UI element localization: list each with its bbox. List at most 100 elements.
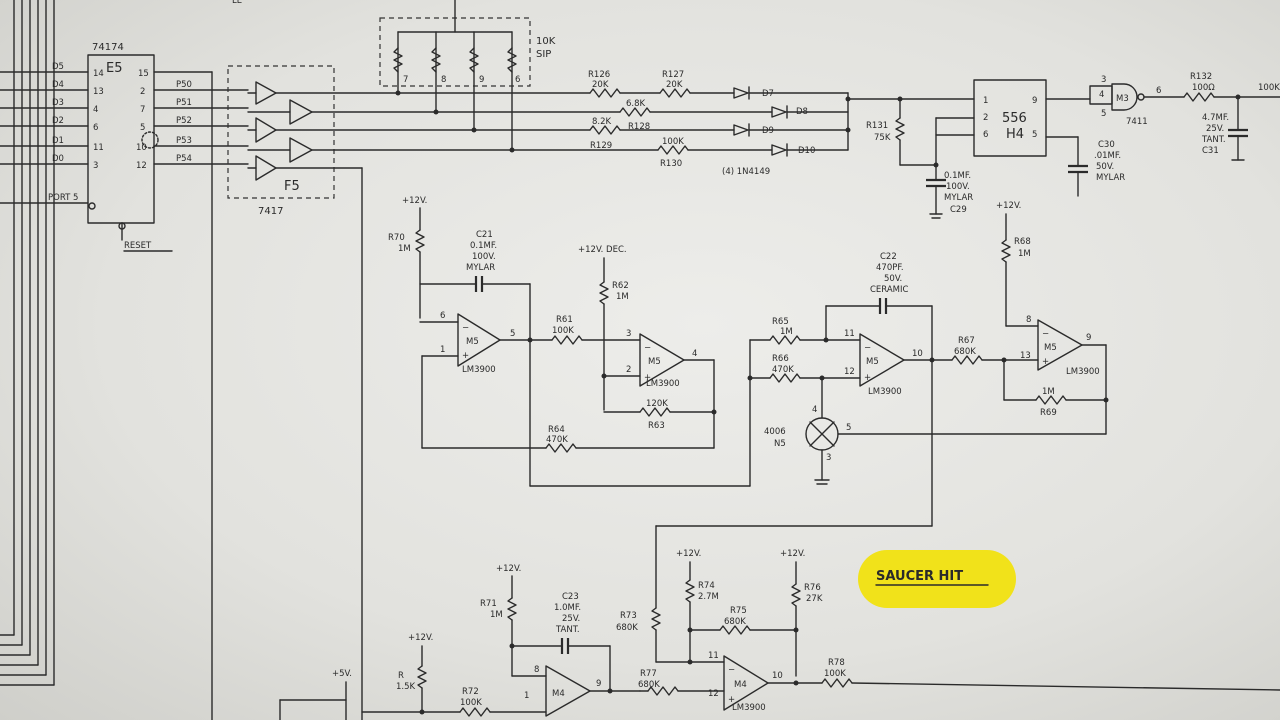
r68-value: 1M [1018,249,1031,259]
r70-value: 1M [398,244,411,254]
r76-ref: R76 [804,583,821,593]
e5-pin-13: 13 [93,87,104,97]
r129-ref: R129 [590,141,612,151]
r63-ref: R63 [648,421,665,431]
svg-text:+: + [644,373,651,383]
e5-pin-15: 15 [138,69,149,79]
r65-value: 1M [780,327,793,337]
svg-text:+: + [462,351,469,361]
u3-pin-11: 11 [844,329,855,339]
e5-out-p53: P53 [176,136,192,146]
e5-pin-11: 11 [93,143,104,153]
sip-pin-7: 7 [403,75,408,85]
e5-out-p51: P51 [176,98,192,108]
sip-type: SIP [536,49,551,60]
chip-7417-f5: F5 7417 [227,65,659,720]
r129-value: 8.2K [592,117,612,127]
sip-value: 10K [536,36,556,47]
c21-rating: 100V. [472,252,496,262]
c23-rating: 25V. [562,614,580,624]
r78-value: 100K [824,669,846,679]
svg-text:−: − [1042,329,1049,339]
svg-text:−: − [864,343,871,353]
u6-supply-a: +12V. [676,549,701,559]
e5-in-d3: D3 [52,98,64,108]
saucer-hit-label: SAUCER HIT [858,550,1016,608]
u5-pin-9: 9 [596,679,601,689]
u4-ref: M5 [1044,343,1057,353]
u6-ref: M4 [734,680,747,690]
r126-value: 20K [592,80,609,90]
saucer-hit-text: SAUCER HIT [876,569,963,584]
c22-rating: 50V. [884,274,902,284]
n5-pin-4: 4 [812,405,817,415]
u1-supply: +12V. [402,196,427,206]
u2-pin-4: 4 [692,349,697,359]
r-small-value: 1.5K [396,682,416,692]
m3-pin-4: 4 [1099,90,1104,100]
svg-text:+: + [728,695,735,705]
u1-pin-6: 6 [440,311,445,321]
r75-value: 680K [724,617,746,627]
e5-input-lines [0,71,89,204]
u6-supply-b: +12V. [780,549,805,559]
c29-value: 0.1MF. [944,171,971,181]
u5-left-supply: +12V. [408,633,433,643]
r77-value: 680K [638,680,660,690]
u1-pin-1: 1 [440,345,445,355]
r68-ref: R68 [1014,237,1031,247]
r74-value: 2.7M [698,592,719,602]
m3-pin-3: 3 [1101,75,1106,85]
c31-value: 4.7MF. [1202,113,1229,123]
u5-supply-5v: +5V. [332,669,352,679]
r131-value: 75K [874,133,891,143]
svg-text:−: − [462,323,469,333]
u6-pin-11: 11 [708,651,719,661]
r128-ref: R128 [628,122,650,132]
e5-part: 74174 [92,42,124,53]
h4-pin-1: 1 [983,96,988,106]
e5-pin-4: 4 [93,105,98,115]
u3-pin-10: 10 [912,349,923,359]
h4-pin-9: 9 [1032,96,1037,106]
c29-rating: 100V. [946,182,970,192]
svg-text:+: + [1042,357,1049,367]
m3-pin-6: 6 [1156,86,1161,96]
svg-text:−: − [644,343,651,353]
r-small-ref: R [398,671,404,681]
d9-label: D9 [762,126,774,136]
u3-pin-12: 12 [844,367,855,377]
left-bus-lines [0,0,55,686]
e5-pin-2: 2 [140,87,145,97]
opamp-u5: +12V. R71 1M C23 1.0MF. 25V. TANT. 8 M4 … [279,564,641,720]
gate-m3: 3 4 5 6 M3 7411 R132 100Ω 4.7MF. 25V. TA… [1089,72,1280,161]
c22-kind: CERAMIC [870,285,909,295]
r64-ref: R64 [548,425,565,435]
e5-in-d2: D2 [52,116,64,126]
c31-ref: C31 [1202,146,1219,156]
r75-ref: R75 [730,606,747,616]
r70-ref: R70 [388,233,405,243]
c31-kind: TANT. [1201,135,1226,145]
u5-pin-8: 8 [534,665,539,675]
r130-value: 100K [662,137,684,147]
r65-ref: R65 [772,317,789,327]
u1-pin-5: 5 [510,329,515,339]
u2-ref: M5 [648,357,661,367]
r61-ref: R61 [556,315,573,325]
sip-pin-9: 9 [479,75,484,85]
r62-ref: R62 [612,281,629,291]
opamp-u6: R77 680K R73 680K +12V. R74 2.7M R75 680… [616,549,1280,713]
r127-ref: R127 [662,70,684,80]
sip-10k: 7 8 9 6 10K SIP [379,0,556,153]
diode-note: (4) 1N4149 [722,167,770,177]
e5-out-p50: P50 [176,80,192,90]
r63-value: 120K [646,399,668,409]
r66-ref: R66 [772,354,789,364]
r128-value: 6.8K [626,99,646,109]
r61-value: 100K [552,326,574,336]
m3-part: 7411 [1126,117,1148,127]
chip-556-h4: 556 H4 1 2 6 9 5 R131 75K 0.1MF. 100V. M… [866,79,1125,219]
r69-ref: R69 [1040,408,1057,418]
u4-part: LM3900 [1066,367,1100,377]
